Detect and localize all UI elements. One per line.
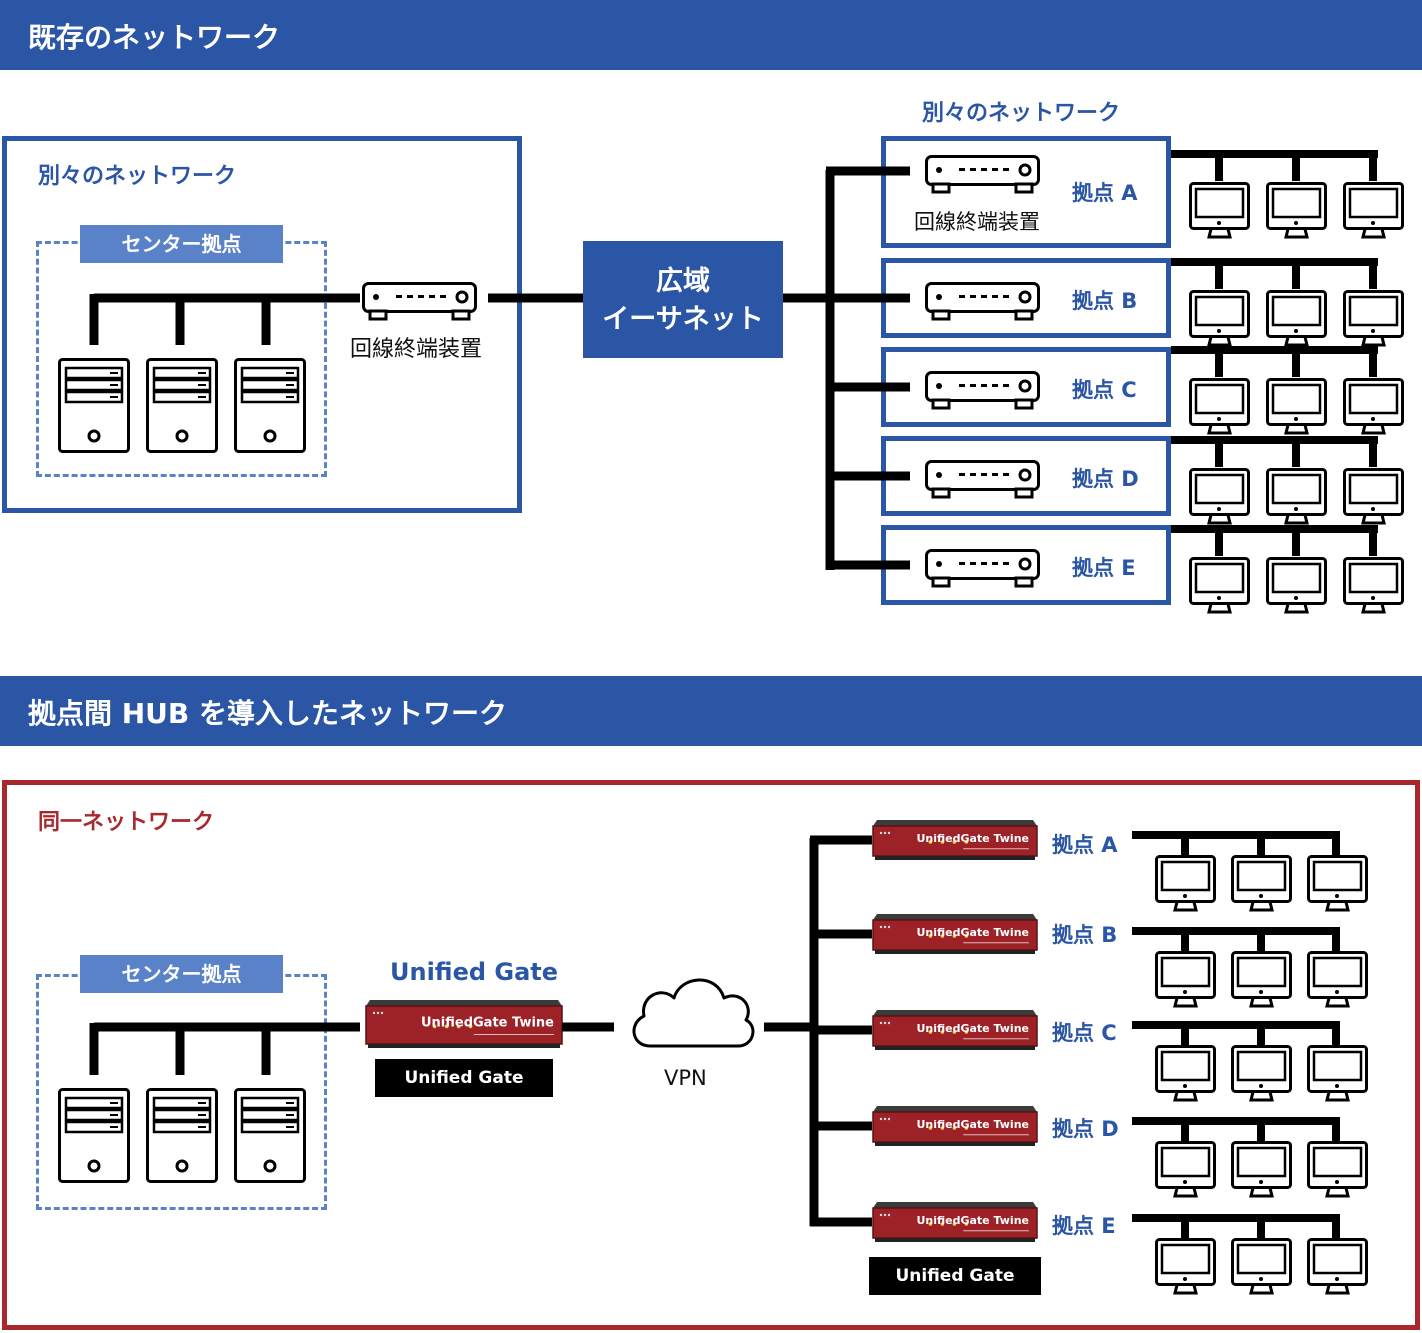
monitor-icon xyxy=(1343,468,1404,525)
monitor-icon xyxy=(1307,1238,1368,1295)
unified-gate-device-icon: UnifiedGate Twine xyxy=(872,1106,1038,1146)
server-icon xyxy=(146,1088,218,1183)
unified-gate-device-icon: UnifiedGate Twine xyxy=(872,820,1038,860)
bottom-branch-label-d: 拠点 D xyxy=(1052,1117,1119,1141)
svg-text:UnifiedGate Twine: UnifiedGate Twine xyxy=(421,1015,554,1030)
unified-gate-device-icon: UnifiedGate Twine xyxy=(872,1202,1038,1242)
top-branch-label-a: 拠点 A xyxy=(1072,181,1138,205)
monitor-icon xyxy=(1343,557,1404,614)
same-network-label: 同一ネットワーク xyxy=(38,810,215,835)
monitor-icon xyxy=(1307,1045,1368,1102)
monitor-icon xyxy=(1231,1238,1292,1295)
monitor-icon xyxy=(1155,1045,1216,1102)
cloud-icon xyxy=(632,978,755,1048)
monitor-icon xyxy=(1343,290,1404,347)
server-icon xyxy=(58,1088,130,1183)
monitor-icon xyxy=(1266,290,1327,347)
monitor-icon xyxy=(1189,557,1250,614)
top-branch-label-e: 拠点 E xyxy=(1072,556,1136,580)
router-icon xyxy=(925,282,1040,321)
center-site-tag-bottom: センター拠点 xyxy=(80,955,283,993)
monitor-icon xyxy=(1231,855,1292,912)
branches-network-label: 別々のネットワーク xyxy=(922,101,1121,126)
top-section-banner: 既存のネットワーク xyxy=(0,0,1422,70)
monitor-icon xyxy=(1189,378,1250,435)
router-icon xyxy=(925,460,1040,499)
top-branch-label-b: 拠点 B xyxy=(1072,289,1138,313)
same-network-box xyxy=(2,780,1420,1330)
branch-unified-gate-caption: Unified Gate Twine xyxy=(869,1257,1041,1324)
unified-gate-caption: Unified Gate Twine xyxy=(375,1059,553,1126)
monitor-icon xyxy=(1231,1045,1292,1102)
router-icon xyxy=(925,549,1040,588)
monitor-icon xyxy=(1155,855,1216,912)
top-branch-label-d: 拠点 D xyxy=(1072,467,1139,491)
bottom-branch-label-e: 拠点 E xyxy=(1052,1214,1116,1238)
monitor-icon xyxy=(1155,1238,1216,1295)
monitor-icon xyxy=(1231,1141,1292,1198)
top-branch-label-c: 拠点 C xyxy=(1072,378,1137,402)
svg-text:UnifiedGate Twine: UnifiedGate Twine xyxy=(916,1118,1029,1131)
monitor-icon xyxy=(1189,290,1250,347)
monitor-icon xyxy=(1307,855,1368,912)
monitor-icon xyxy=(1189,468,1250,525)
bottom-section-title: 拠点間 HUB を導入したネットワーク xyxy=(28,697,508,730)
onu-label: 回線終端装置 xyxy=(350,337,483,362)
monitor-icon xyxy=(1266,557,1327,614)
branch-box-a xyxy=(881,136,1171,248)
center-network-label: 別々のネットワーク xyxy=(38,164,237,189)
monitor-icon xyxy=(1266,468,1327,525)
router-icon xyxy=(925,155,1040,194)
bottom-branch-label-a: 拠点 A xyxy=(1052,833,1118,857)
svg-text:UnifiedGate Twine: UnifiedGate Twine xyxy=(916,926,1029,939)
vpn-label: VPN xyxy=(664,1066,707,1090)
router-icon xyxy=(925,371,1040,410)
monitor-icon xyxy=(1189,182,1250,239)
top-section-title: 既存のネットワーク xyxy=(28,21,281,54)
monitor-icon xyxy=(1307,1141,1368,1198)
monitor-icon xyxy=(1266,378,1327,435)
server-icon xyxy=(234,358,306,453)
wan-line1: 広域 xyxy=(656,266,710,297)
wide-area-ethernet-box: 広域 イーサネット xyxy=(583,241,783,358)
svg-text:UnifiedGate Twine: UnifiedGate Twine xyxy=(916,1214,1029,1227)
monitor-icon xyxy=(1155,951,1216,1008)
server-icon xyxy=(234,1088,306,1183)
router-icon xyxy=(362,282,477,321)
svg-text:UnifiedGate Twine: UnifiedGate Twine xyxy=(916,1022,1029,1035)
wan-line2: イーサネット xyxy=(602,304,764,335)
bottom-branch-label-c: 拠点 C xyxy=(1052,1021,1117,1045)
bottom-branch-label-b: 拠点 B xyxy=(1052,923,1118,947)
monitor-icon xyxy=(1343,378,1404,435)
monitor-icon xyxy=(1155,1141,1216,1198)
svg-text:UnifiedGate Twine: UnifiedGate Twine xyxy=(916,832,1029,845)
bottom-section-banner: 拠点間 HUB を導入したネットワーク xyxy=(0,676,1422,746)
monitor-icon xyxy=(1266,182,1327,239)
monitor-icon xyxy=(1343,182,1404,239)
unified-gate-device-icon: UnifiedGate Twine xyxy=(872,1010,1038,1050)
monitor-icon xyxy=(1231,951,1292,1008)
server-icon xyxy=(146,358,218,453)
center-network-box xyxy=(2,136,522,513)
branch-onu-label: 回線終端装置 xyxy=(914,210,1040,234)
center-site-tag: センター拠点 xyxy=(80,225,283,263)
unified-gate-device-icon: UnifiedGate Twine xyxy=(872,914,1038,954)
server-icon xyxy=(58,358,130,453)
unified-gate-device-icon: UnifiedGate Twine xyxy=(365,1000,563,1048)
unified-gate-heading: Unified Gate xyxy=(390,958,559,986)
monitor-icon xyxy=(1307,951,1368,1008)
